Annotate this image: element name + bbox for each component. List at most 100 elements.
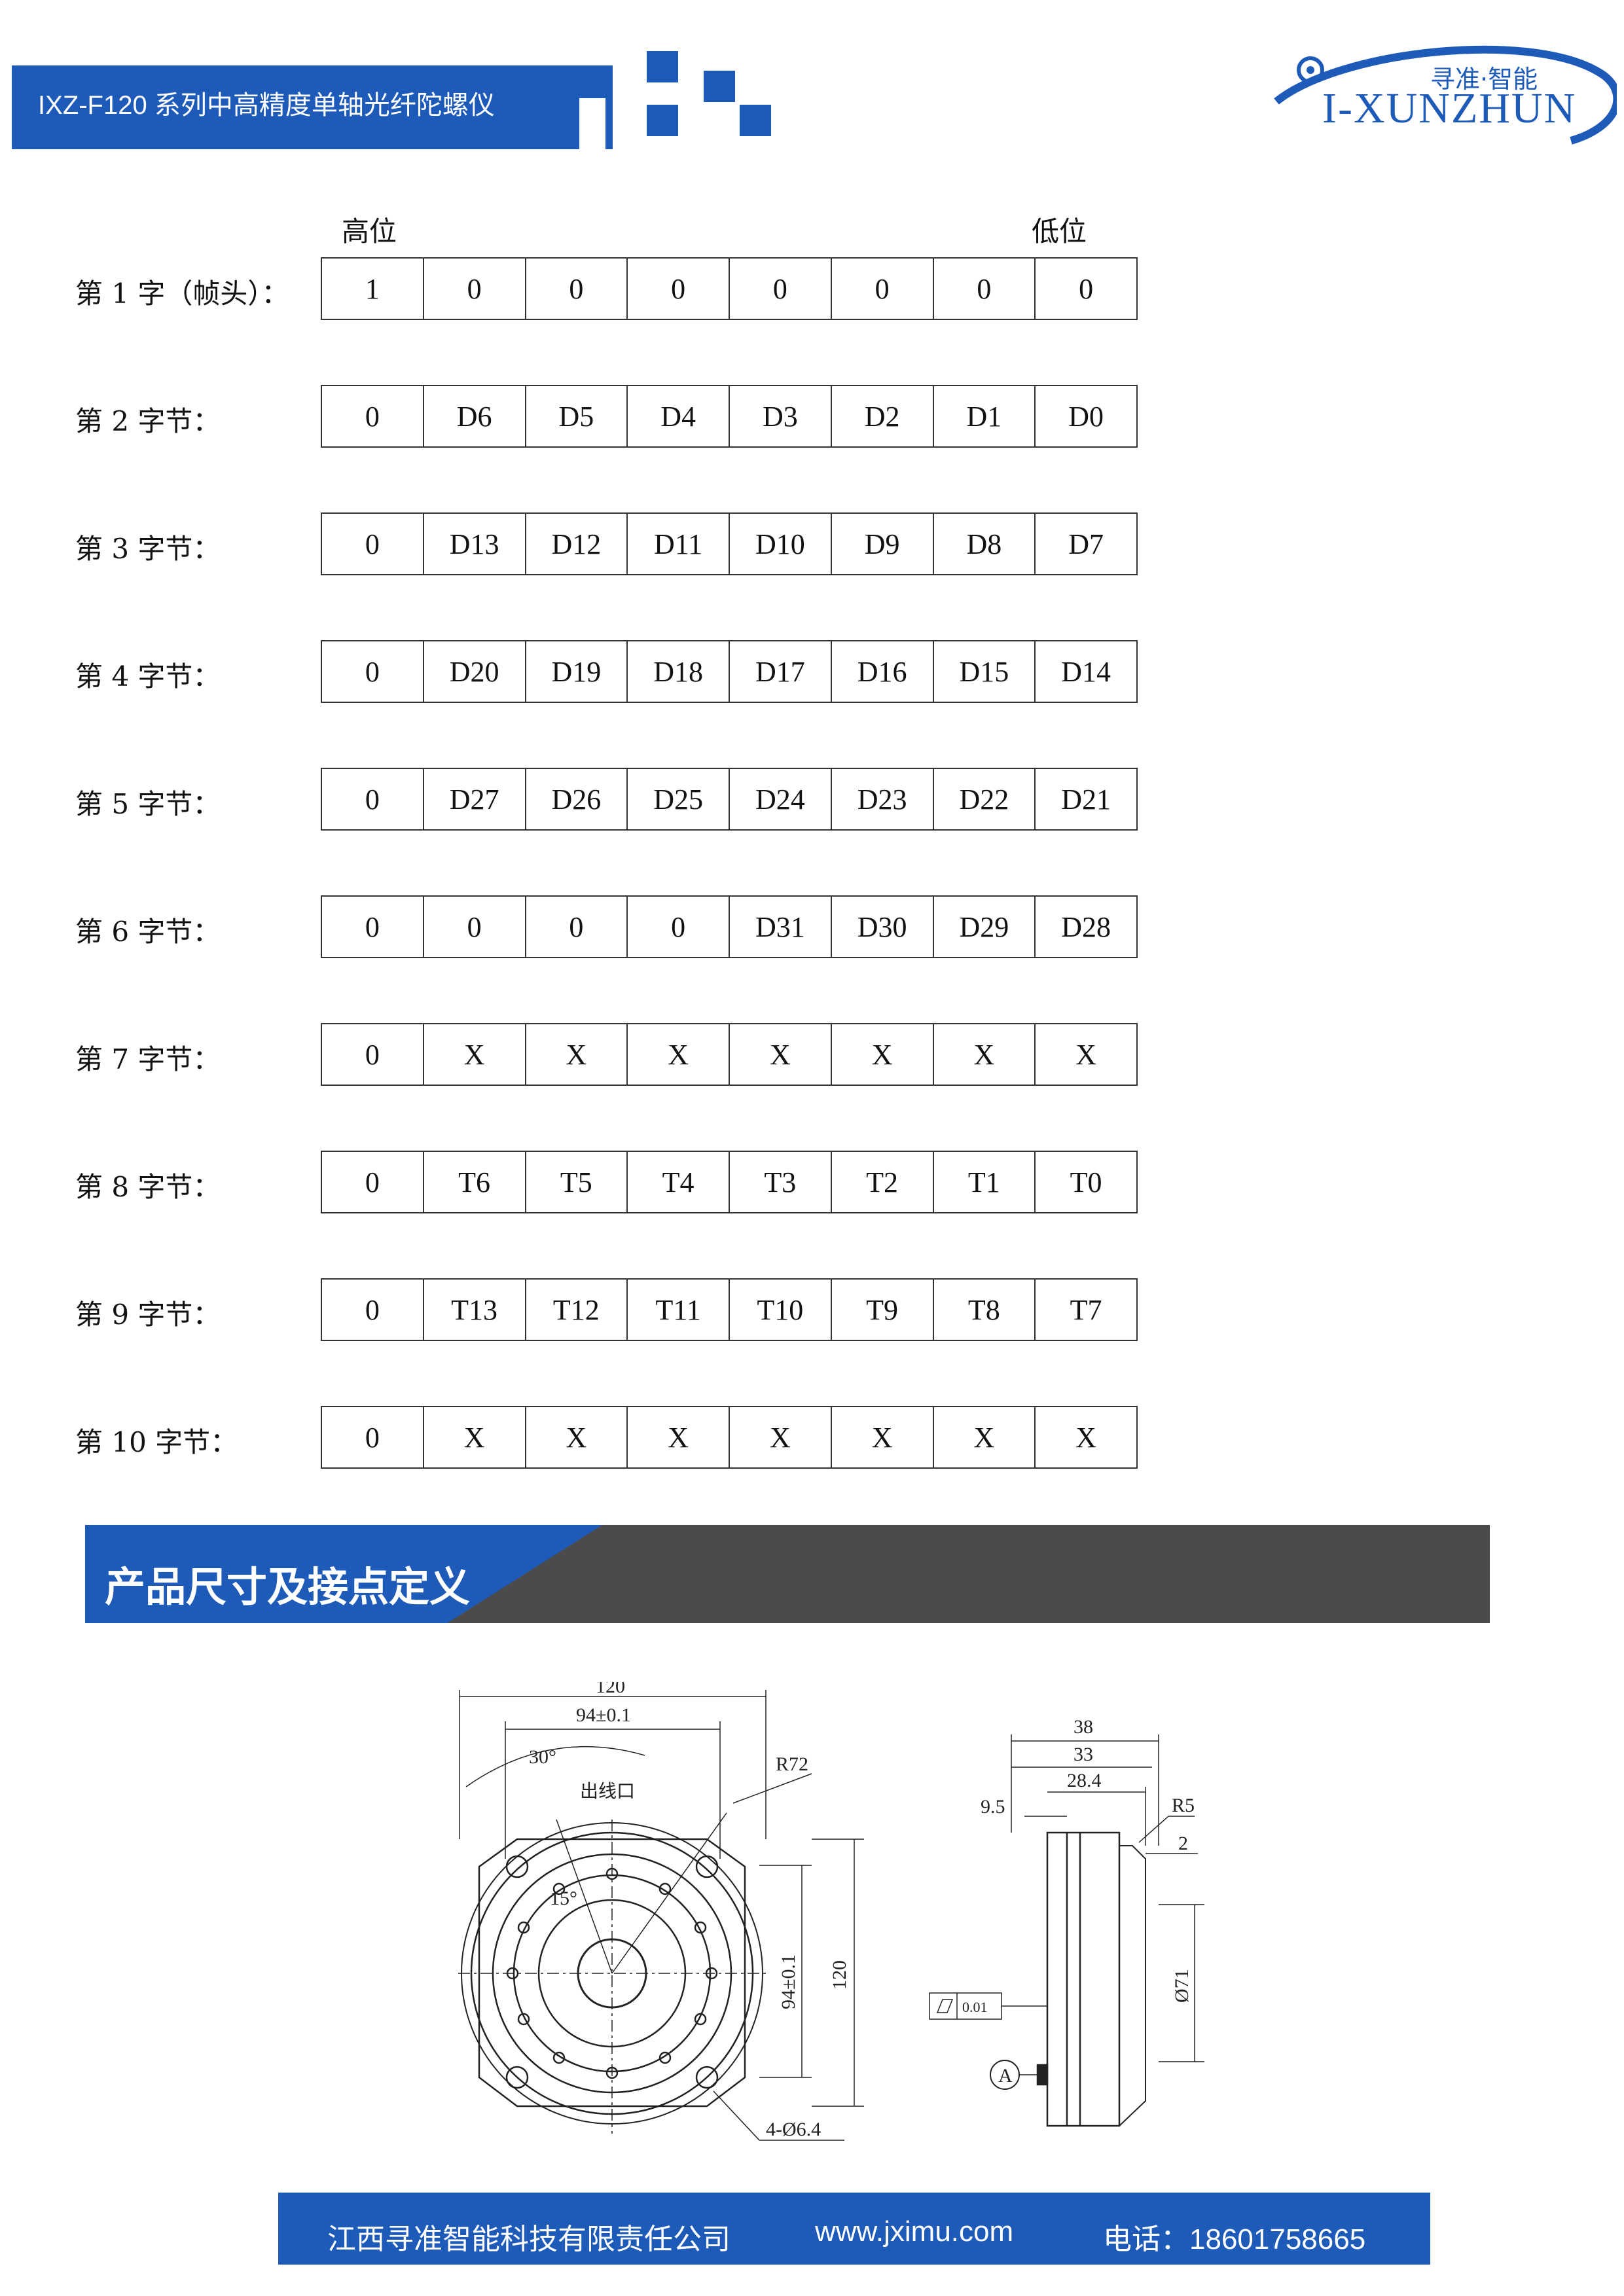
decor-square	[740, 105, 771, 136]
bit-cell: X	[1034, 1407, 1136, 1467]
bit-cell: D30	[830, 897, 933, 957]
bit-cell: T12	[524, 1280, 627, 1340]
bit-cell: D12	[524, 514, 627, 574]
bit-cell: 0	[365, 655, 380, 688]
header-bar	[12, 65, 613, 149]
high-bit-label: 高位	[342, 215, 397, 247]
bit-cell: 0	[626, 897, 729, 957]
tolerance-value: 0.01	[962, 1999, 988, 2015]
bit-cell: X	[932, 1024, 1035, 1085]
dim-angle-15: 15°	[550, 1888, 577, 1909]
bit-cell: D9	[830, 514, 933, 574]
bit-cell: D11	[626, 514, 729, 574]
section-title: 产品尺寸及接点定义	[105, 1563, 471, 1611]
dimension-drawing: 120 94±0.1 30° 出线口 15° R72 94±0.1 120 4-…	[458, 1682, 1204, 2141]
bit-cell: X	[626, 1024, 729, 1085]
front-view	[458, 1690, 864, 2141]
bit-cell: 0	[365, 910, 380, 943]
footer-website[interactable]: www.jximu.com	[815, 2215, 1014, 2248]
bit-cell: D14	[1034, 641, 1136, 702]
bit-cell: D29	[932, 897, 1035, 957]
bit-cell: D1	[932, 386, 1035, 446]
dim-2: 2	[1178, 1833, 1188, 1854]
decor-square	[647, 51, 678, 82]
dim-33: 33	[1074, 1744, 1093, 1765]
dim-38: 38	[1074, 1716, 1093, 1738]
bit-cell: 0	[365, 1421, 380, 1454]
bit-cell: D2	[830, 386, 933, 446]
dim-dia-71: Ø71	[1171, 1969, 1193, 2003]
bit-cell: D4	[626, 386, 729, 446]
bit-cell: 0	[422, 259, 525, 319]
byte-row-label: 第 2 字节：	[75, 405, 221, 437]
bit-cell: 0	[365, 528, 380, 560]
bit-cell: D25	[626, 769, 729, 829]
footer-bar	[278, 2193, 1430, 2265]
bit-cell: X	[932, 1407, 1035, 1467]
dim-radius-72: R72	[776, 1753, 808, 1775]
bit-cell: D16	[830, 641, 933, 702]
brand-logo-icon	[1274, 45, 1617, 145]
side-view	[929, 1734, 1204, 2127]
dim-r5: R5	[1172, 1795, 1195, 1816]
dim-width-120: 120	[596, 1682, 625, 1697]
bit-cell: X	[524, 1407, 627, 1467]
logo-wordmark: I-XUNZHUN	[1322, 84, 1577, 132]
header-bar-notch	[579, 98, 605, 149]
bit-cell: D31	[729, 897, 831, 957]
bit-cell: D21	[1034, 769, 1136, 829]
byte-row-label: 第 4 字节：	[75, 660, 221, 692]
byte-row-label: 第 8 字节：	[75, 1171, 221, 1203]
bit-cell: T1	[932, 1152, 1035, 1212]
footer-phone: 电话：18601758665	[1103, 2223, 1366, 2255]
bit-cell: T11	[626, 1280, 729, 1340]
bit-cell: T7	[1034, 1280, 1136, 1340]
bit-cell: X	[626, 1407, 729, 1467]
bit-cell: T5	[524, 1152, 627, 1212]
bit-cell: X	[830, 1407, 933, 1467]
bit-cell: D17	[729, 641, 831, 702]
bit-cell: D27	[422, 769, 525, 829]
bit-cell: D7	[1034, 514, 1136, 574]
bit-cell: 0	[365, 1038, 380, 1071]
byte-row-label: 第 6 字节：	[75, 916, 221, 948]
dim-9-5: 9.5	[981, 1796, 1005, 1818]
decor-square	[704, 71, 735, 102]
bit-cell: 0	[365, 1293, 380, 1326]
bit-cell: T9	[830, 1280, 933, 1340]
bit-cell: 1	[365, 272, 380, 305]
bit-cell: 0	[830, 259, 933, 319]
byte-row-label: 第 7 字节：	[75, 1043, 221, 1075]
byte-row-label: 第 5 字节：	[75, 788, 221, 820]
bit-cell: X	[524, 1024, 627, 1085]
bit-cell: D24	[729, 769, 831, 829]
dim-angle-30: 30°	[529, 1746, 556, 1768]
bit-cell: D3	[729, 386, 831, 446]
bit-cell: 0	[932, 259, 1035, 319]
low-bit-label: 低位	[1032, 215, 1087, 247]
footer-company: 江西寻准智能科技有限责任公司	[327, 2223, 731, 2255]
bit-cell: D23	[830, 769, 933, 829]
document-title: IXZ-F120 系列中高精度单轴光纤陀螺仪	[38, 91, 495, 120]
dim-height-94: 94±0.1	[778, 1954, 799, 2009]
bit-cell: D13	[422, 514, 525, 574]
decor-square	[647, 105, 678, 136]
bit-cell: D19	[524, 641, 627, 702]
bit-cell: X	[422, 1407, 525, 1467]
bit-cell: D15	[932, 641, 1035, 702]
bit-cell: X	[729, 1024, 831, 1085]
bit-cell: 0	[524, 259, 627, 319]
bit-cell: D20	[422, 641, 525, 702]
bit-cell: D28	[1034, 897, 1136, 957]
bit-cell: T3	[729, 1152, 831, 1212]
bit-cell: T10	[729, 1280, 831, 1340]
bit-cell: D22	[932, 769, 1035, 829]
